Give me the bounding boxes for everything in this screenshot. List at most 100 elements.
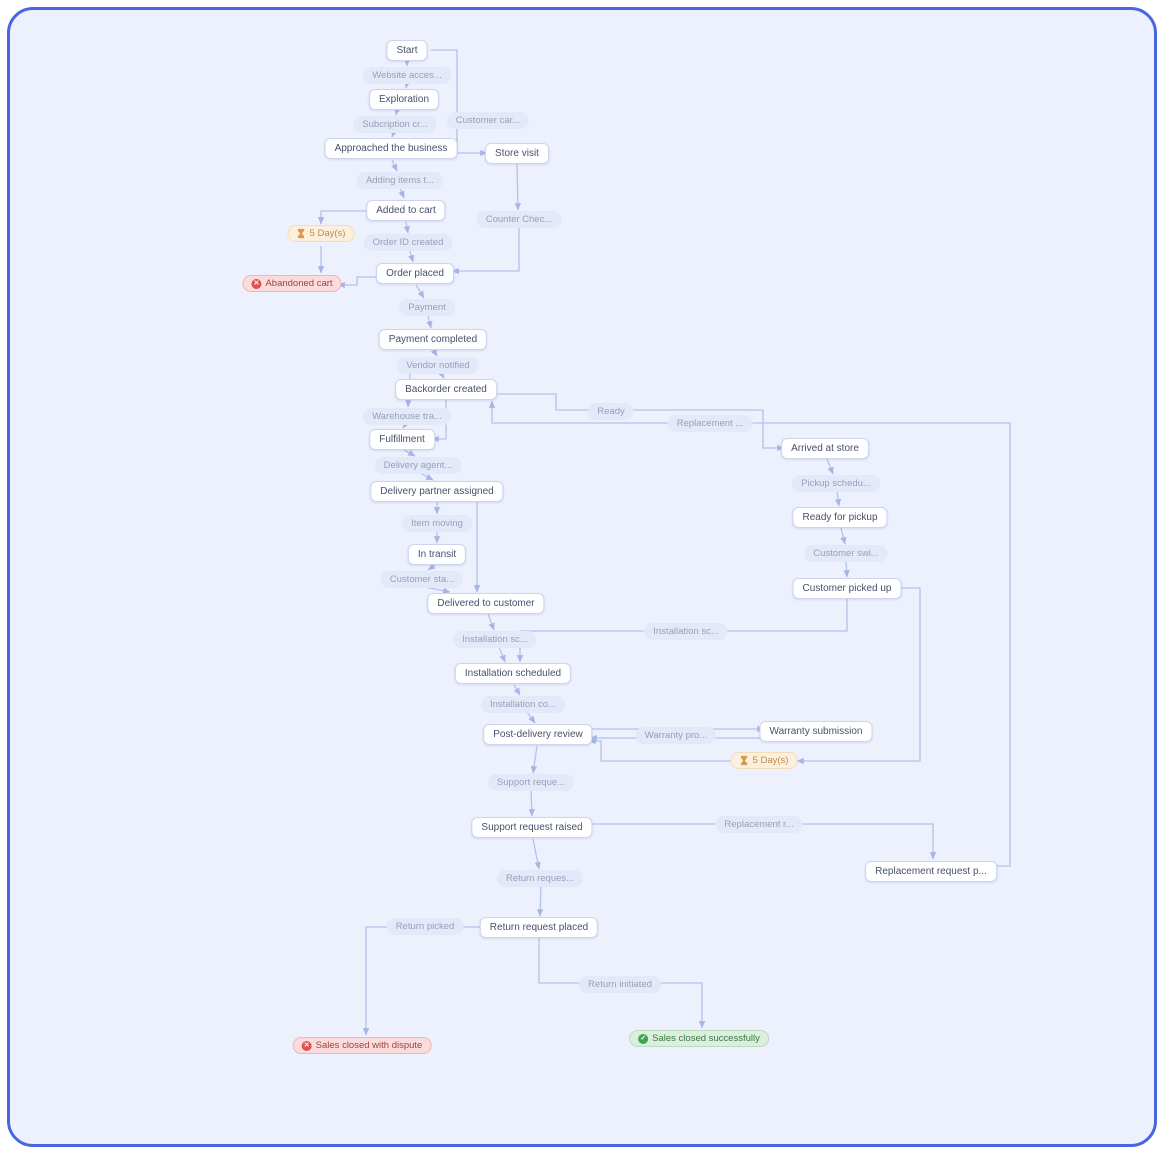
node-payment_completed[interactable]: Payment completed <box>378 329 488 350</box>
node-warranty_sub[interactable]: Warranty submission <box>759 721 873 742</box>
node-label: Abandoned cart <box>265 278 333 289</box>
node-label: Arrived at store <box>791 443 859 454</box>
node-label: 5 Day(s) <box>309 228 346 239</box>
node-label: Installation scheduled <box>464 668 562 679</box>
node-label: Return picked <box>395 921 455 932</box>
node-label: Warranty pro... <box>644 730 708 741</box>
node-in_transit[interactable]: In transit <box>407 544 467 565</box>
node-lbl_counter[interactable]: Counter Chec... <box>476 211 562 228</box>
node-lbl_return_init[interactable]: Return initiated <box>579 976 661 993</box>
node-label: Exploration <box>378 94 430 105</box>
node-label: Payment completed <box>388 334 478 345</box>
node-label: Pickup schedu... <box>801 478 871 489</box>
node-lbl_website[interactable]: Website acces... <box>363 67 451 84</box>
node-install_sched[interactable]: Installation scheduled <box>454 663 572 684</box>
node-success_node[interactable]: ✓Sales closed successfully <box>629 1030 769 1047</box>
node-label: Return initiated <box>588 979 652 990</box>
node-label: Subcription cr... <box>362 119 428 130</box>
node-label: Installation co... <box>489 699 557 710</box>
node-added_cart[interactable]: Added to cart <box>366 200 446 221</box>
node-label: Order ID created <box>372 237 444 248</box>
node-label: Installation sc... <box>462 634 528 645</box>
node-label: Backorder created <box>405 384 487 395</box>
node-label: Ready for pickup <box>802 512 878 523</box>
node-label: Start <box>396 45 418 56</box>
node-lbl_install_sc1[interactable]: Installation sc... <box>453 631 537 648</box>
node-lbl_install_sc2[interactable]: Installation sc... <box>644 623 728 640</box>
node-label: Store visit <box>495 148 539 159</box>
node-label: 5 Day(s) <box>752 755 789 766</box>
node-label: Customer car... <box>455 115 521 126</box>
node-store_visit[interactable]: Store visit <box>485 143 549 164</box>
node-replacement_placed[interactable]: Replacement request p... <box>865 861 997 882</box>
node-lbl_item_moving[interactable]: Item moving <box>402 515 472 532</box>
node-lbl_return_picked[interactable]: Return picked <box>386 918 464 935</box>
node-lbl_install_co[interactable]: Installation co... <box>480 696 566 713</box>
node-order_placed[interactable]: Order placed <box>376 263 454 284</box>
node-approached[interactable]: Approached the business <box>324 138 458 159</box>
node-label: Replacement request p... <box>875 866 987 877</box>
node-label: Replacement r... <box>724 819 794 830</box>
node-lbl_payment[interactable]: Payment <box>399 299 455 316</box>
node-dispute[interactable]: ✕Sales closed with dispute <box>292 1037 432 1054</box>
node-label: Support request raised <box>481 822 583 833</box>
node-lbl_customer_came[interactable]: Customer car... <box>446 112 530 129</box>
node-return_placed[interactable]: Return request placed <box>479 917 599 938</box>
node-lbl_warranty_pro[interactable]: Warranty pro... <box>635 727 717 744</box>
node-lbl_warehouse[interactable]: Warehouse tra... <box>363 408 451 425</box>
node-lbl_adding[interactable]: Adding items t... <box>356 172 444 189</box>
error-icon: ✕ <box>251 278 262 289</box>
node-label: Vendor notified <box>406 360 470 371</box>
node-backorder[interactable]: Backorder created <box>395 379 497 400</box>
node-exploration[interactable]: Exploration <box>368 89 440 110</box>
node-lbl_subcription[interactable]: Subcription cr... <box>353 116 437 133</box>
node-label: Return request placed <box>489 922 589 933</box>
node-label: Delivered to customer <box>437 598 535 609</box>
node-label: Customer picked up <box>802 583 892 594</box>
node-label: Warranty submission <box>769 726 863 737</box>
node-delivery_partner[interactable]: Delivery partner assigned <box>370 481 504 502</box>
node-label: Ready <box>597 406 625 417</box>
node-lbl_customer_sta[interactable]: Customer sta... <box>380 571 464 588</box>
node-label: Fulfillment <box>379 434 425 445</box>
node-lbl_replacement_r[interactable]: Replacement r... <box>715 816 803 833</box>
node-label: Item moving <box>411 518 463 529</box>
node-label: Order placed <box>386 268 444 279</box>
node-label: Support reque... <box>496 777 566 788</box>
node-delivered[interactable]: Delivered to customer <box>427 593 545 614</box>
hourglass-icon <box>297 228 305 239</box>
node-start[interactable]: Start <box>386 40 428 61</box>
hourglass-icon <box>740 755 748 766</box>
node-lbl_vendor[interactable]: Vendor notified <box>397 357 479 374</box>
node-label: Post-delivery review <box>493 729 583 740</box>
node-lbl_replacement1[interactable]: Replacement ... <box>667 415 753 432</box>
node-label: Website acces... <box>372 70 442 81</box>
node-customer_picked[interactable]: Customer picked up <box>792 578 902 599</box>
node-lbl_support_req[interactable]: Support reque... <box>487 774 575 791</box>
node-post_review[interactable]: Post-delivery review <box>483 724 593 745</box>
node-support_raised[interactable]: Support request raised <box>471 817 593 838</box>
node-label: Adding items t... <box>365 175 435 186</box>
node-timer2[interactable]: 5 Day(s) <box>730 752 798 769</box>
node-ready_pickup[interactable]: Ready for pickup <box>792 507 888 528</box>
node-lbl_delivery_agent[interactable]: Delivery agent... <box>374 457 462 474</box>
node-lbl_return_req[interactable]: Return reques... <box>496 870 584 887</box>
node-label: Sales closed successfully <box>652 1033 760 1044</box>
diagram-canvas[interactable] <box>7 7 1157 1147</box>
node-label: Payment <box>408 302 446 313</box>
node-abandoned[interactable]: ✕Abandoned cart <box>242 275 342 292</box>
node-label: Approached the business <box>334 143 448 154</box>
node-fulfillment[interactable]: Fulfillment <box>369 429 435 450</box>
node-lbl_ready[interactable]: Ready <box>588 403 634 420</box>
node-label: Return reques... <box>505 873 575 884</box>
node-arrived_store[interactable]: Arrived at store <box>781 438 869 459</box>
node-lbl_customer_swi[interactable]: Customer swi... <box>804 545 888 562</box>
node-lbl_orderid[interactable]: Order ID created <box>363 234 453 251</box>
node-label: Added to cart <box>376 205 436 216</box>
node-timer1[interactable]: 5 Day(s) <box>287 225 355 242</box>
node-label: Customer sta... <box>389 574 455 585</box>
node-label: Warehouse tra... <box>372 411 442 422</box>
node-label: Delivery agent... <box>383 460 453 471</box>
node-lbl_pickup_sched[interactable]: Pickup schedu... <box>792 475 880 492</box>
